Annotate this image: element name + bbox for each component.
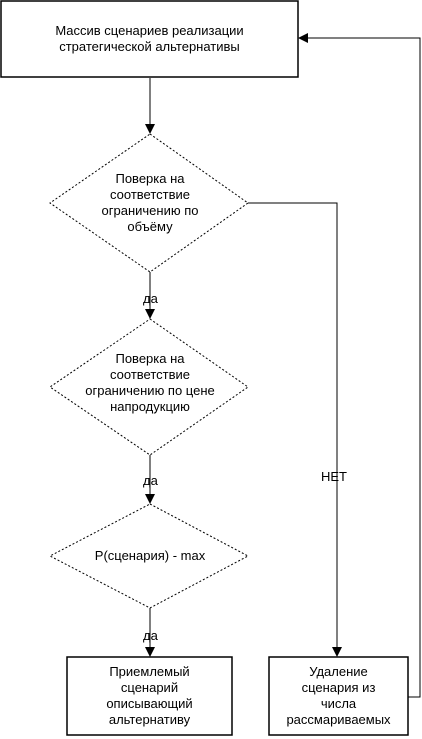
acceptable-scenario-box: [66, 656, 233, 736]
remove-scenario-box: [268, 656, 409, 736]
yes-label-1: да: [143, 291, 158, 306]
arrow-volume-no-to-remove: [248, 202, 342, 657]
price-check-decision: [49, 318, 249, 456]
max-probability-label: P(сценария) - max: [94, 548, 206, 563]
acceptable-scenario-label: Приемлемый сценарий описывающий альтерна…: [106, 664, 193, 727]
yes-label-2: да: [143, 473, 158, 488]
price-check-label: Поверка на соответствие ограничению по ц…: [85, 351, 215, 414]
start-process-box: [0, 0, 299, 78]
arrow-remove-back-to-start: [298, 33, 421, 698]
yes-label-3: да: [143, 628, 158, 643]
volume-check-decision: [49, 133, 249, 273]
no-label: НЕТ: [321, 469, 347, 484]
start-box-label: Массив сценариев реализации стратегическ…: [55, 23, 244, 54]
remove-scenario-label: Удаление сценария из числа рассмариваемы…: [286, 664, 391, 727]
volume-check-label: Поверка на соответствие ограничению по о…: [101, 171, 199, 234]
